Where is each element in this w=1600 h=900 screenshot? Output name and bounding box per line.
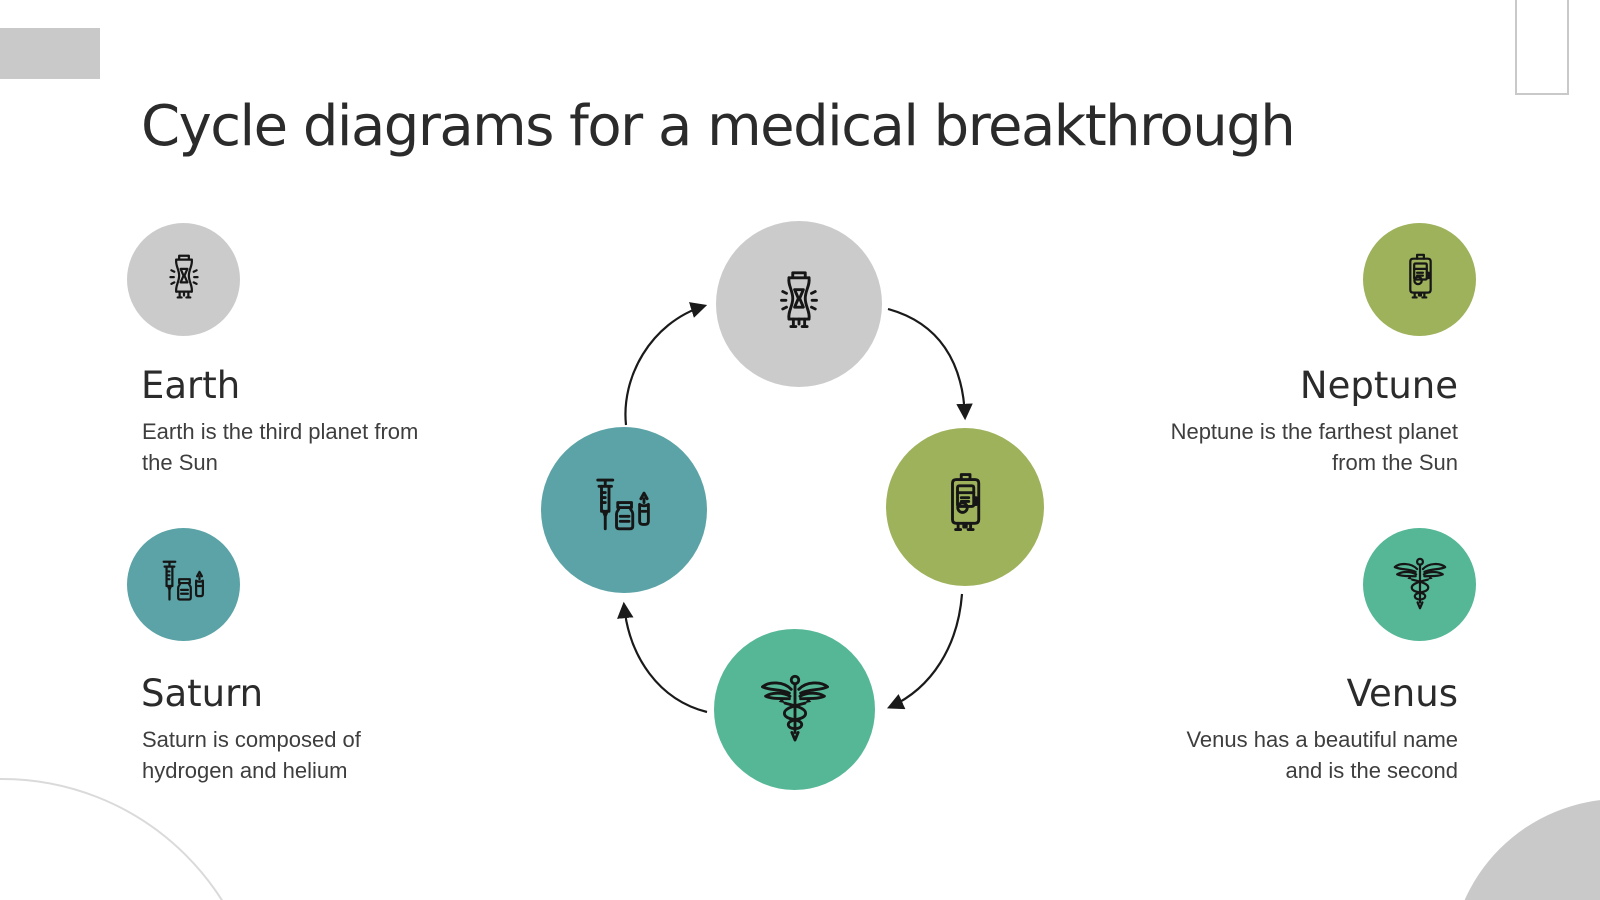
neptune-badge bbox=[1363, 223, 1476, 336]
cycle-node-top bbox=[716, 221, 882, 387]
earth-description: Earth is the third planet from the Sun bbox=[142, 419, 419, 475]
cycle-node-left bbox=[541, 427, 707, 593]
neptune-description: Neptune is the farthest planet from the … bbox=[1170, 419, 1458, 475]
neptune-heading: Neptune bbox=[1299, 364, 1458, 407]
venus-badge bbox=[1363, 528, 1476, 641]
earth-badge bbox=[127, 223, 240, 336]
caduceus-icon bbox=[755, 670, 835, 750]
saturn-heading: Saturn bbox=[141, 672, 264, 715]
saturn-badge bbox=[127, 528, 240, 641]
arrow-right-to-bottom bbox=[886, 593, 964, 710]
venus-description: Venus has a beautiful name and is the se… bbox=[1186, 727, 1458, 783]
iv-drip-icon bbox=[153, 249, 215, 311]
saturn-description: Saturn is composed of hydrogen and heliu… bbox=[142, 727, 361, 783]
syringe-and-vials-icon bbox=[153, 554, 215, 616]
corner-rectangle-top-left bbox=[0, 28, 100, 79]
earth-heading: Earth bbox=[141, 364, 241, 407]
blood-bag-icon bbox=[1389, 249, 1451, 311]
syringe-and-vials-icon bbox=[584, 470, 664, 550]
arrow-left-to-top bbox=[624, 302, 708, 426]
cycle-node-right bbox=[886, 428, 1044, 586]
arrow-top-to-right bbox=[887, 307, 973, 421]
slide-title: Cycle diagrams for a medical breakthroug… bbox=[141, 94, 1296, 159]
caduceus-icon bbox=[1389, 554, 1451, 616]
arrow-bottom-to-left bbox=[617, 601, 708, 714]
corner-rectangle-top-right bbox=[1515, 0, 1569, 95]
cycle-node-bottom bbox=[714, 629, 875, 790]
corner-circle-outline-bottom-left bbox=[0, 778, 263, 900]
corner-circle-bottom-right bbox=[1450, 799, 1600, 900]
venus-heading: Venus bbox=[1346, 672, 1458, 715]
blood-bag-icon bbox=[925, 467, 1005, 547]
iv-drip-icon bbox=[759, 264, 839, 344]
